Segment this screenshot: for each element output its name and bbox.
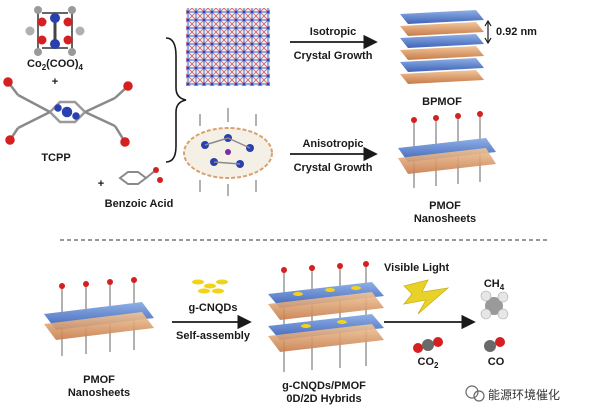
carbon-dioxide-label: CO2 bbox=[417, 356, 439, 371]
lightning-icon bbox=[403, 279, 450, 315]
pmof-start-label: PMOF bbox=[83, 374, 115, 386]
hybrid-stack bbox=[268, 261, 384, 372]
plus-sign: + bbox=[51, 76, 59, 88]
interlayer-spacing-label: 0.92 nm bbox=[496, 26, 537, 38]
benzoic-acid-molecule bbox=[118, 167, 163, 185]
framework-side-view bbox=[183, 108, 273, 196]
carbon-dioxide-molecule bbox=[413, 337, 443, 353]
methane-label: CH4 bbox=[483, 278, 505, 293]
cobalt-node-label: Co2(COO)4 bbox=[27, 58, 83, 73]
crystal-growth-label: Crystal Growth bbox=[293, 162, 373, 174]
bpmof-label: BPMOF bbox=[422, 96, 462, 108]
wechat-icon bbox=[465, 385, 485, 402]
pmof-nanosheet-bottom bbox=[44, 277, 154, 356]
crystal-growth-label: Crystal Growth bbox=[293, 50, 373, 62]
watermark-text: 能源环境催化 bbox=[488, 388, 561, 402]
hybrid-type-label: 0D/2D Hybrids bbox=[286, 393, 362, 405]
bpmof-stack bbox=[400, 10, 492, 84]
carbon-monoxide-molecule bbox=[484, 337, 505, 352]
pmof-nanosheet-top bbox=[398, 111, 496, 188]
g-cnqds-label: g-CNQDs bbox=[188, 302, 238, 314]
nanosheets-start-label: Nanosheets bbox=[67, 387, 131, 399]
tcpp-label: TCPP bbox=[41, 152, 71, 164]
tcpp-molecule bbox=[3, 77, 133, 147]
self-assembly-label: Self-assembly bbox=[176, 330, 250, 342]
benzoic-acid-label: Benzoic Acid bbox=[104, 198, 174, 210]
nanosheets-label: Nanosheets bbox=[413, 213, 477, 225]
anisotropic-label: Anisotropic bbox=[302, 138, 364, 150]
hybrid-label: g-CNQDs/PMOF bbox=[282, 380, 366, 392]
carbon-monoxide-label: CO bbox=[487, 356, 505, 368]
framework-top-view bbox=[186, 8, 270, 86]
cobalt-paddlewheel bbox=[25, 6, 85, 56]
g-cnqds-dots bbox=[192, 279, 228, 294]
methane-molecule bbox=[480, 290, 509, 320]
plus-sign: + bbox=[97, 178, 105, 190]
reagent-brace bbox=[165, 37, 187, 163]
pmof-label: PMOF bbox=[429, 200, 461, 212]
isotropic-label: Isotropic bbox=[309, 26, 357, 38]
visible-light-label: Visible Light bbox=[384, 262, 450, 274]
